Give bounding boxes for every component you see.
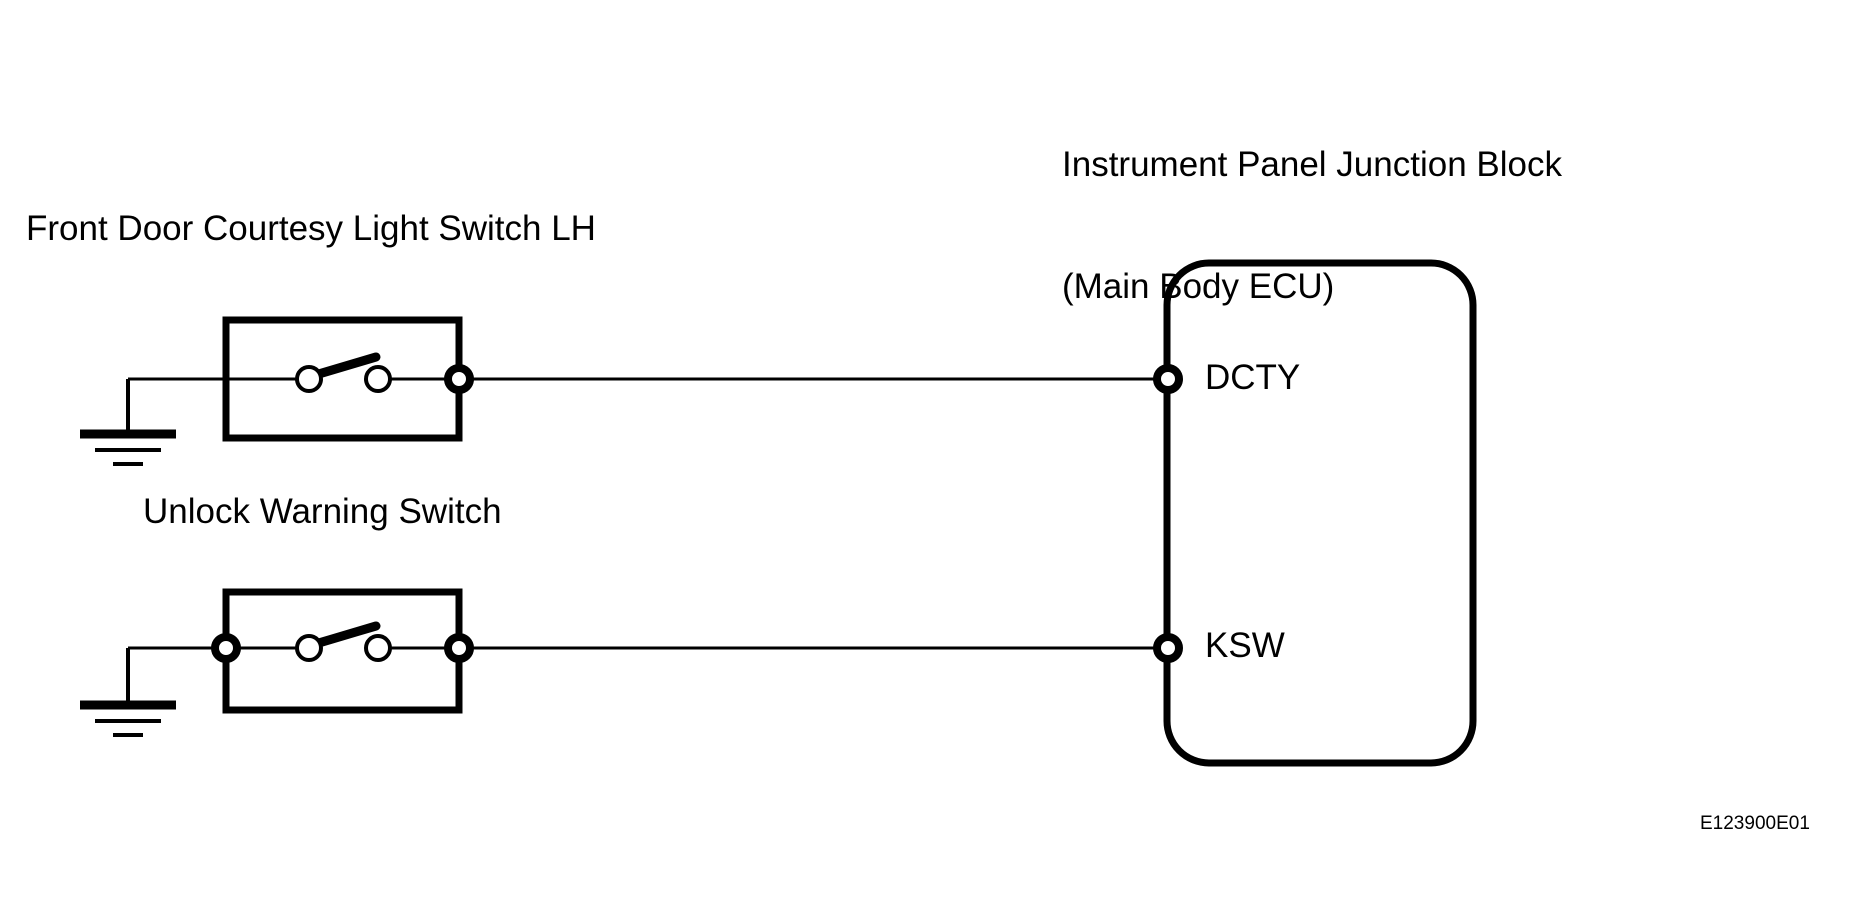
- connector-terminal-switch1-out: [444, 364, 474, 394]
- ground-symbol-2: [80, 648, 176, 737]
- ecu-title-line-1: Instrument Panel Junction Block: [1062, 145, 1562, 185]
- ecu-title: Instrument Panel Junction Block (Main Bo…: [1062, 64, 1562, 389]
- ecu-block: [1153, 259, 1477, 767]
- connector-terminal-switch2-out: [444, 633, 474, 663]
- switch-pivot-contact-1: [295, 365, 323, 393]
- terminal-label-dcty: DCTY: [1205, 358, 1301, 397]
- switch-fixed-contact-2: [364, 634, 392, 662]
- ecu-terminal-ksw-connector: [1153, 633, 1183, 663]
- switch-blade-2: [307, 621, 381, 650]
- ecu-title-line-2: (Main Body ECU): [1062, 266, 1335, 306]
- switch-blade-1: [307, 352, 381, 381]
- ground-symbol-1: [80, 379, 176, 466]
- ecu-terminal-dcty-connector: [1153, 364, 1183, 394]
- component-label-front-door-courtesy-light-switch: Front Door Courtesy Light Switch LH: [26, 209, 596, 248]
- ecu-block-outline: [1163, 259, 1477, 767]
- terminal-label-ksw: KSW: [1205, 626, 1285, 665]
- switch-fixed-contact-1: [364, 365, 392, 393]
- switch-box-2: [222, 588, 463, 714]
- circuit-front-door-courtesy-light-switch: [80, 316, 1168, 466]
- component-label-unlock-warning-switch: Unlock Warning Switch: [143, 492, 502, 531]
- switch-pivot-contact-2: [295, 634, 323, 662]
- connector-terminal-switch2-in: [211, 633, 241, 663]
- figure-reference-code: E123900E01: [1700, 813, 1810, 834]
- circuit-unlock-warning-switch: [80, 588, 1168, 737]
